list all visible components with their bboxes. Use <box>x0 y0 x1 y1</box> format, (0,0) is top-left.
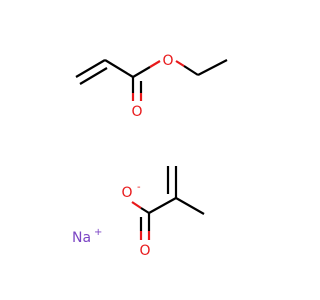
ester-bond-right-black <box>183 65 199 76</box>
molecule-ethyl-acrylate: O O <box>75 53 228 120</box>
alpha-bond <box>148 197 177 214</box>
carbonyl-oxygen-label: O <box>131 104 142 120</box>
ethyl-bond <box>197 59 228 76</box>
vinyl-bond-outer <box>75 59 106 78</box>
ester-bond-right-red <box>175 60 185 67</box>
structure-drawing: O O Na + O - O <box>72 53 228 259</box>
sodium-charge: + <box>94 227 102 238</box>
oxide-oxygen-label: O <box>121 185 132 201</box>
oxide-bond-red <box>131 201 142 209</box>
structure-canvas: O O Na + O - O <box>72 53 228 259</box>
ester-bond-left-black <box>132 66 151 78</box>
vinyl-bond-inner <box>79 67 108 85</box>
oxide-charge: - <box>137 182 141 193</box>
methyl-bond <box>175 197 205 215</box>
ester-oxygen-label: O <box>162 53 173 69</box>
single-bond <box>104 59 134 78</box>
oxide-bond-black <box>140 207 150 214</box>
sodium-label: Na <box>72 230 91 246</box>
ester-bond-left-red <box>149 60 161 68</box>
carboxyl-oxygen-label: O <box>139 243 150 259</box>
molecule-sodium-methacrylate: Na + O - O <box>72 166 205 259</box>
